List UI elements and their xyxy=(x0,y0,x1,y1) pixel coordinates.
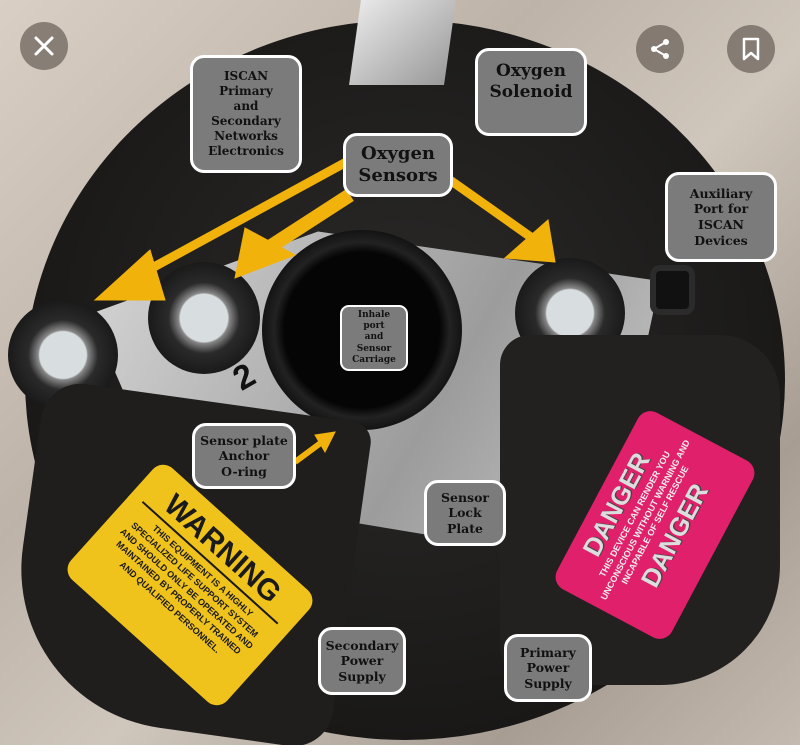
label-sensor-plate-o-ring: Sensor plate Anchor O-ring xyxy=(192,423,296,489)
label-iscan-electronics: ISCAN Primary and Secondary Networks Ele… xyxy=(190,55,302,173)
share-icon xyxy=(651,39,669,59)
label-primary-power-supply: Primary Power Supply xyxy=(504,634,592,702)
close-icon xyxy=(34,36,54,56)
label-auxiliary-port: Auxiliary Port for ISCAN Devices xyxy=(665,172,777,262)
arrow-sensor-3-head xyxy=(503,219,556,263)
auxiliary-port-connector xyxy=(650,265,695,315)
arrow-o-ring-head xyxy=(314,431,336,454)
arrow-sensor-2-head xyxy=(234,227,297,279)
label-inhale-port: Inhale port and Sensor Carriage xyxy=(340,305,408,371)
arrow-sensor-1-head xyxy=(93,249,166,301)
share-button[interactable] xyxy=(636,25,684,73)
oxygen-sensor-2 xyxy=(148,262,260,374)
arrow-sensor-1 xyxy=(127,156,353,284)
label-sensor-lock-plate: Sensor Lock Plate xyxy=(424,480,506,546)
label-oxygen-solenoid: Oxygen Solenoid xyxy=(475,48,587,136)
arrow-o-ring xyxy=(293,439,324,465)
arrow-sensor-2 xyxy=(261,189,354,256)
label-oxygen-sensors: Oxygen Sensors xyxy=(343,133,453,197)
label-secondary-power-supply: Secondary Power Supply xyxy=(318,627,406,695)
bookmark-icon xyxy=(742,37,760,61)
close-button[interactable] xyxy=(20,22,68,70)
arrow-sensor-3 xyxy=(447,176,538,244)
bookmark-button[interactable] xyxy=(727,25,775,73)
